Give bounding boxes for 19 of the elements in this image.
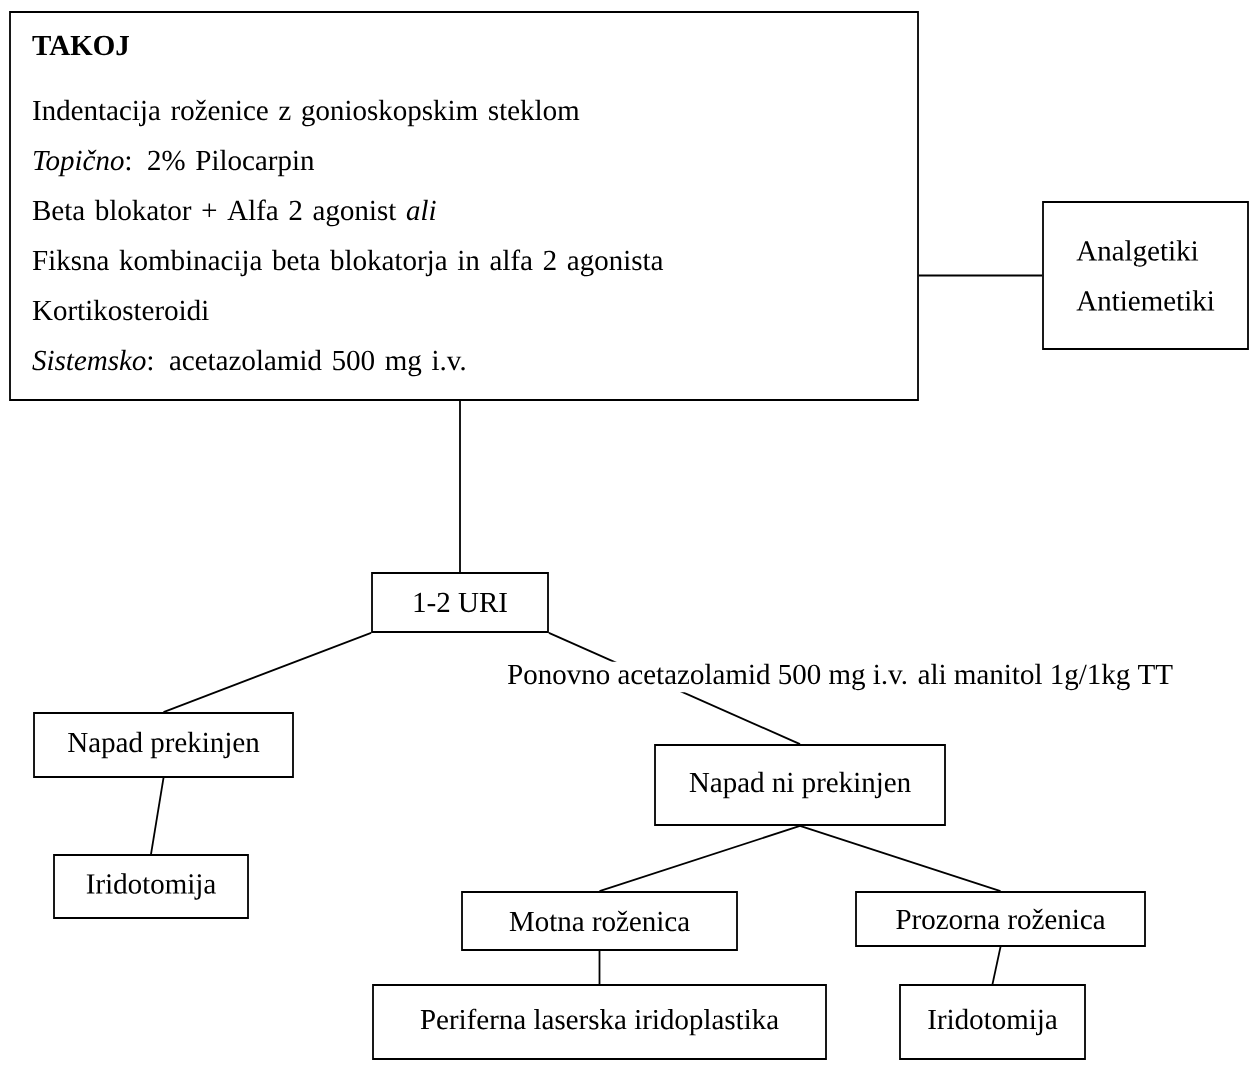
process-box: Prozorna roženica [855,891,1146,947]
connector-line [150,777,165,855]
connector-line [598,950,601,985]
edge-label: Ponovno acetazolamid 500 mg i.v. ali manitol 1g/1kg TT [505,661,1175,693]
process-box: Napad ni prekinjen [654,744,946,826]
process-box: Motna roženica [461,891,738,951]
connector-line [459,400,461,573]
treatment-box: TAKOJ Indentacija roženice z gonioskopskim steklom Topično: 2% Pilocarpin Beta blokator + Alfa 2 agonist ali Fiksna kombinacija beta blokatorja in alfa 2 agonista Kortikosteroidi Sistemsko: acetazolamid 500 mg i.v. [9,11,919,401]
connector-line [162,632,372,713]
process-box: Napad prekinjen [33,712,294,778]
process-box: Iridotomija [53,854,249,919]
process-box: 1-2 URI [371,572,549,633]
connector-line [598,825,801,892]
connector-line [799,825,1002,892]
process-box: Analgetiki Antiemetiki [1042,201,1249,350]
connector-line [991,946,1002,985]
connector-line [918,274,1043,277]
process-box: Iridotomija [899,984,1086,1060]
process-box: Periferna laserska iridoplastika [372,984,827,1060]
